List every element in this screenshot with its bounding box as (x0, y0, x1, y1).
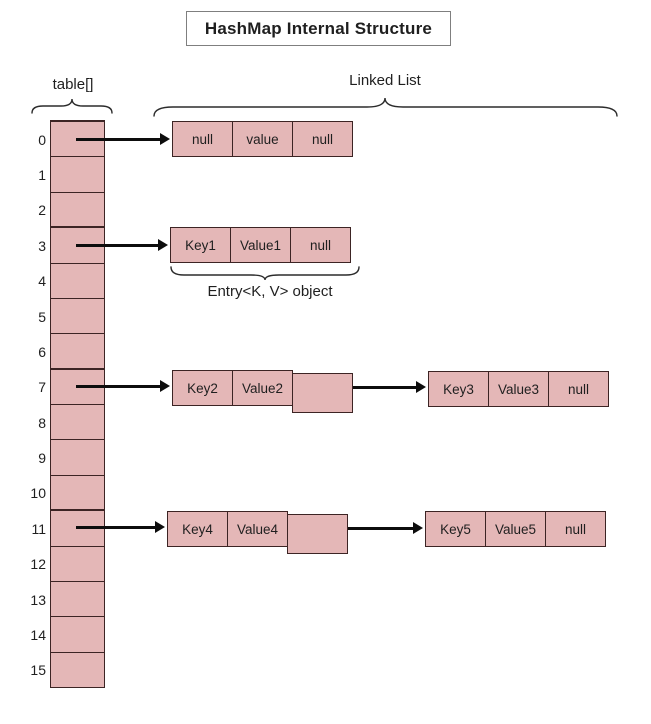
bucket-cell-13 (50, 580, 105, 618)
entry-object-label: Entry<K, V> object (207, 283, 333, 300)
bucket-index-3: 3 (38, 237, 46, 254)
node-cell: Value5 (485, 511, 546, 547)
bucket-cell-column (50, 120, 105, 688)
node-cell: Value3 (488, 371, 549, 407)
bucket-index-14: 14 (30, 626, 46, 643)
arrow-bucket0-to-node (76, 133, 170, 145)
bucket-cell-12 (50, 545, 105, 582)
node-cell: Key2 (172, 370, 233, 406)
node-cell: null (292, 121, 353, 157)
bucket-index-15: 15 (30, 662, 46, 679)
node-cell: null (172, 121, 233, 157)
node-cell-next-pointer (292, 373, 353, 413)
bucket-index-12: 12 (30, 556, 46, 573)
bucket-cell-6 (50, 333, 105, 370)
node-cell-next-pointer (287, 514, 348, 554)
bucket-cell-1 (50, 156, 105, 193)
node-cell: Key4 (167, 511, 228, 547)
node-cell: Key3 (428, 371, 489, 407)
bucket-cell-9 (50, 439, 105, 476)
node-cell: Value4 (227, 511, 288, 547)
node-cell: null (548, 371, 609, 407)
bucket-cell-4 (50, 262, 105, 299)
node-cell: Key5 (425, 511, 486, 547)
bucket-index-4: 4 (38, 273, 46, 290)
bucket-cell-14 (50, 616, 105, 653)
arrow-bucket11-to-node (76, 521, 165, 533)
arrow-node11-next (312, 522, 423, 534)
bucket-cell-5 (50, 297, 105, 335)
page-title: HashMap Internal Structure (186, 11, 451, 46)
bucket-index-1: 1 (38, 167, 46, 184)
table-array-brace (31, 98, 113, 114)
bucket-index-13: 13 (30, 591, 46, 608)
bucket-cell-10 (50, 474, 105, 512)
bucket-index-7: 7 (38, 379, 46, 396)
arrow-bucket3-to-node (76, 239, 168, 251)
bucket-index-11: 11 (31, 520, 46, 537)
node-cell: null (290, 227, 351, 263)
node-cell: Value2 (232, 370, 293, 406)
bucket-index-0: 0 (38, 131, 46, 148)
bucket-index-8: 8 (38, 414, 46, 431)
node-cell: Value1 (230, 227, 291, 263)
bucket-index-5: 5 (38, 308, 46, 325)
bucket-index-9: 9 (38, 450, 46, 467)
arrow-bucket7-to-node (76, 380, 170, 392)
bucket-index-10: 10 (30, 485, 46, 502)
bucket-index-2: 2 (38, 202, 46, 219)
node-cell: null (545, 511, 606, 547)
bucket-index-6: 6 (38, 343, 46, 360)
entry-object-brace (170, 266, 360, 281)
bucket-cell-8 (50, 404, 105, 441)
node-cell: value (232, 121, 293, 157)
bucket-cell-15 (50, 651, 105, 688)
linked-list-brace (153, 97, 618, 117)
linked-list-label: Linked List (349, 72, 421, 89)
bucket-cell-2 (50, 191, 105, 229)
arrow-node7-next (312, 381, 426, 393)
node-cell: Key1 (170, 227, 231, 263)
table-array-label: table[] (52, 76, 94, 93)
